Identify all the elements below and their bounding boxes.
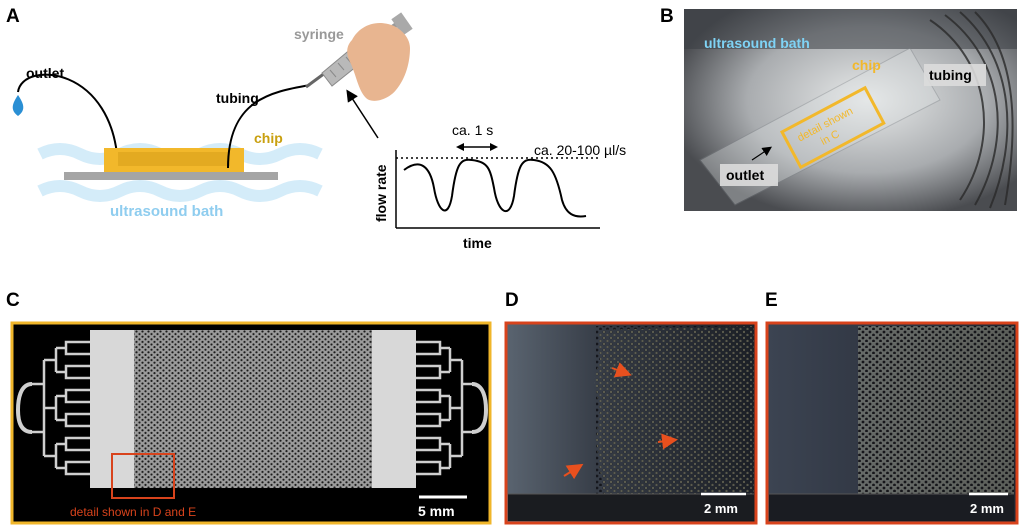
detail-box-b <box>779 85 886 170</box>
chip-base <box>64 172 278 180</box>
left-channel-tree <box>15 340 90 476</box>
panel-e-label: E <box>765 290 778 311</box>
tubing-label: tubing <box>216 90 259 106</box>
panel-b: B detail shown in C ultrasound bath chip… <box>660 6 1017 211</box>
e-scale-label: 2 mm <box>970 501 1004 516</box>
hand-icon <box>347 22 410 101</box>
b-tubing-label: tubing <box>929 67 972 83</box>
inlet-tube <box>227 84 311 169</box>
right-channel-tree <box>416 340 489 476</box>
c-scale-label: 5 mm <box>418 503 455 519</box>
chip-body <box>104 148 244 172</box>
panel-e: E 2 mm <box>765 290 1019 525</box>
ylabel: flow rate <box>373 164 389 222</box>
flow-plot: ca. 1 s ca. 20-100 µl/s flow rate time <box>373 122 626 251</box>
panel-c: C detail shown in D and E 5 mm <box>6 290 492 525</box>
panel-d: D 2 mm <box>504 290 758 525</box>
panel-d-label: D <box>505 290 519 311</box>
period-label: ca. 1 s <box>452 122 493 138</box>
max-rate-label: ca. 20-100 µl/s <box>534 142 626 158</box>
chip-label: chip <box>254 130 283 146</box>
flow-curve <box>403 158 587 218</box>
b-bath-label: ultrasound bath <box>704 35 810 51</box>
d-scale-label: 2 mm <box>704 501 738 516</box>
syringe-label: syringe <box>294 26 344 42</box>
panel-b-label: B <box>660 6 674 27</box>
chip-inner <box>118 152 230 166</box>
c-detail-label: detail shown in D and E <box>70 505 196 519</box>
outlet-tube <box>17 73 119 169</box>
xlabel: time <box>463 235 492 251</box>
detail-box-c <box>111 453 175 499</box>
red-arrows <box>563 362 678 480</box>
plot-arrow <box>346 89 379 139</box>
bath-label: ultrasound bath <box>110 203 223 220</box>
coiled-tubing <box>929 11 1014 209</box>
outlet-label: outlet <box>26 65 64 81</box>
panel-a-label: A <box>6 6 20 27</box>
b-outlet-label: outlet <box>726 167 764 183</box>
panel-c-label: C <box>6 290 20 311</box>
water-drop-icon <box>12 95 24 116</box>
b-chip-label: chip <box>852 57 881 73</box>
panel-a: A outlet chip ultrasound bath tubing <box>6 6 626 251</box>
